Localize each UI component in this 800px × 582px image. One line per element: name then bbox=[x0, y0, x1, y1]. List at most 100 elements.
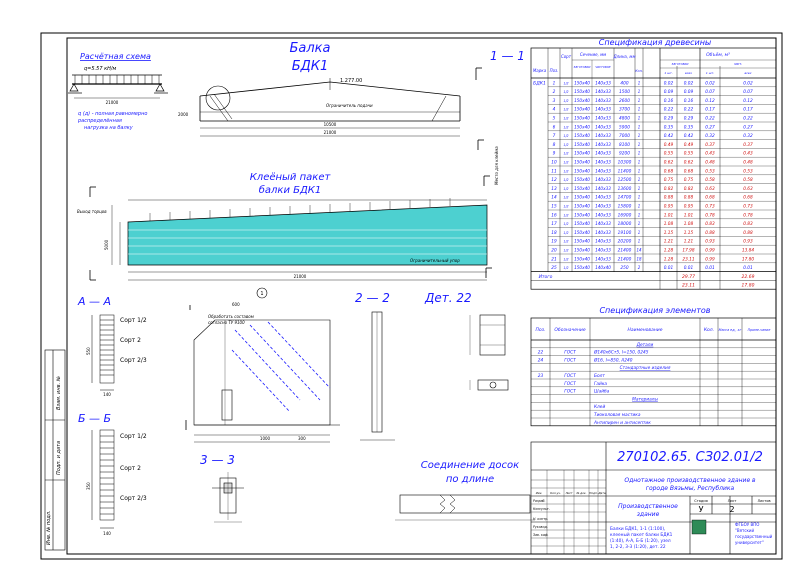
section-2-2-title: 2 — 2 bbox=[355, 291, 390, 305]
spec-wood-cell-vol-4: 0.63 bbox=[743, 186, 753, 192]
spec-wood-cell-vol-2: 0.49 bbox=[684, 142, 694, 148]
spec-wood-cell-pos: 18 bbox=[551, 230, 557, 236]
section-1-1 bbox=[475, 67, 484, 150]
spec-wood-cell-vol-3: 0.01 bbox=[705, 265, 715, 271]
spec-wood-cell-qty: 1 bbox=[638, 239, 641, 244]
spec-wood-cell-sort: 1/2 bbox=[563, 169, 568, 173]
spec-wood-cell-vol-1: 1.08 bbox=[664, 221, 674, 227]
table-row: Антипирен и антисептик bbox=[593, 420, 651, 426]
q-note-line-3: нагрузка на балку bbox=[84, 125, 134, 131]
spec-elements-title: Спецификация элементов bbox=[599, 306, 710, 315]
spec-wood-cell-pos: 12 bbox=[551, 177, 557, 183]
spec-wood-cell-vol-4: 0.93 bbox=[743, 239, 753, 245]
spec-wood-cell-vol-4: 0.12 bbox=[743, 98, 753, 104]
side-stamp bbox=[44, 349, 66, 551]
stage-value: У bbox=[699, 505, 704, 514]
spec-wood-cell-vol-1: 0.01 bbox=[664, 265, 674, 271]
spec-wood-cell-section-1: 150х40 bbox=[574, 98, 590, 103]
spec-wood-cell-sort: 1/2 bbox=[563, 222, 568, 226]
spec-wood-cell-vol-2: 0.29 bbox=[684, 116, 694, 122]
spec-wood-cell-section-1: 150х40 bbox=[574, 80, 590, 85]
spec-wood-cell-qty: 1 bbox=[638, 168, 641, 173]
section-aa-title: А — А bbox=[77, 295, 111, 308]
spec-wood-cell-sort: 1/2 bbox=[563, 196, 568, 200]
spec-wood-cell-vol-1: 0.16 bbox=[664, 98, 674, 104]
title-block-role-1: Консульт. bbox=[533, 507, 550, 511]
spec-wood-cell-vol-4: 0.78 bbox=[743, 212, 753, 218]
spec-elements-cell-name: Шайба bbox=[594, 389, 610, 395]
spec-wood-cell-vol-1: 0.35 bbox=[664, 124, 674, 130]
ridge-note: Ограничитель подачи bbox=[326, 103, 373, 108]
spec-elements-cell-name: Ø140х6Ст5, l=150, 0245 bbox=[593, 349, 649, 356]
spec-wood-cell-section-2: 140х33 bbox=[595, 168, 611, 173]
spec-wood-cell-vol-2: 0.01 bbox=[684, 265, 694, 271]
spec-wood-cell-section-2: 140х33 bbox=[595, 186, 611, 191]
load-formula: q=5.57 кН/м bbox=[84, 66, 117, 72]
spec-wood-cell-pos: 8 bbox=[553, 142, 556, 148]
table-row: Детали bbox=[636, 342, 654, 348]
spec-wood-cell-qty: 2 bbox=[638, 265, 641, 270]
detail-dim-600: 600 bbox=[232, 302, 240, 307]
spec-wood-cell-section-2: 140х33 bbox=[595, 133, 611, 138]
spec-wood-cell-qty: 1 bbox=[638, 142, 641, 147]
spec-wood-header-pos: Поз. bbox=[550, 68, 559, 73]
spec-wood-cell-qty: 18 bbox=[636, 256, 642, 261]
spec-elements-cell-name: Тиоколовая мастика bbox=[594, 412, 641, 418]
spec-wood-cell-vol-2: 0.55 bbox=[684, 151, 694, 157]
title-block-roles: Разраб.Консульт.Н. контр.Руковод.Зав. ка… bbox=[533, 499, 550, 537]
spec-wood-cell-section-1: 150х40 bbox=[574, 151, 590, 156]
drawing-line-1: Балки БДК1, 1-1 (1:100), bbox=[610, 526, 665, 532]
section-aa-sort-3: Сорт 2/3 bbox=[120, 357, 147, 364]
spec-wood-cell-vol-1: 0.75 bbox=[664, 177, 674, 183]
spec-wood-cell-section-2: 140х33 bbox=[595, 204, 611, 209]
glued-pack-title-line-2: балки БДК1 bbox=[259, 184, 322, 196]
spec-wood-cell-sort: 1/2 bbox=[563, 266, 568, 270]
spec-wood-cell-vol-3: 0.53 bbox=[705, 168, 715, 174]
beam-title-line-2: БДК1 bbox=[292, 59, 329, 74]
spec-wood-cell-sort: 1/2 bbox=[563, 81, 568, 85]
spec-wood-cell-section-2: 140х33 bbox=[595, 107, 611, 112]
spec-wood-total-1a: 29.77 bbox=[682, 274, 695, 280]
section-bb-sort-1: Сорт 1/2 bbox=[120, 433, 147, 440]
spec-wood-cell-vol-3: 0.02 bbox=[705, 80, 715, 86]
spec-wood-cell-pos: 3 bbox=[553, 98, 556, 104]
drawing-line-2: клееный пакет балки БДК1 bbox=[610, 531, 673, 538]
spec-wood-cell-pos: 1 bbox=[553, 80, 556, 86]
spec-elements-cell-code: ГОСТ bbox=[564, 373, 576, 379]
section-aa-height: 550 bbox=[86, 347, 91, 355]
spec-wood-cell-section-1: 150х40 bbox=[574, 230, 590, 235]
spec-wood-cell-vol-3: 0.17 bbox=[705, 107, 715, 113]
spec-wood-cell-pos: 15 bbox=[551, 204, 557, 210]
spec-wood-cell-vol-3: 0.12 bbox=[705, 98, 715, 104]
spec-wood-cell-vol-4: 0.07 bbox=[743, 89, 753, 95]
spec-wood-header-section-sub1: заготовки bbox=[574, 65, 591, 69]
spec-wood-cell-section-1: 150х40 bbox=[574, 221, 590, 226]
spec-wood-cell-sort: 1/2 bbox=[563, 161, 568, 165]
detail-dim-300: 300 bbox=[298, 436, 306, 441]
spec-wood-cell-pos: 11 bbox=[551, 168, 557, 174]
spec-wood-cell-length: 21400 bbox=[618, 256, 632, 262]
detail-circle-label: 1 bbox=[260, 291, 263, 297]
spec-wood-cell-vol-3: 0.63 bbox=[705, 186, 715, 192]
spec-wood-cell-pos: 13 bbox=[551, 186, 557, 192]
title-block-role-2: Н. контр. bbox=[533, 517, 548, 521]
section-2-2-drawing bbox=[360, 311, 395, 441]
drawing-line-3: (1:40), А-А, Б-Б (1:20), узел bbox=[610, 538, 671, 544]
spec-wood-cell-length: 19100 bbox=[618, 230, 632, 236]
spec-wood-cell-vol-4: 17.80 bbox=[742, 256, 755, 262]
spec-wood-cell-section-1: 150х40 bbox=[574, 107, 590, 112]
spec-wood-cell-pos: 6 bbox=[553, 124, 556, 130]
project-line-2: городе Вязьмы, Республика bbox=[646, 485, 735, 492]
spec-wood-cell-vol-3: 0.43 bbox=[705, 151, 715, 157]
spec-elements-header-4: Масса ед., кг bbox=[719, 328, 742, 332]
org-line-1: ФГБОУ ВПО bbox=[735, 522, 759, 527]
joint-title-line-1: Соединение досок bbox=[421, 460, 519, 471]
spec-wood-cell-qty: 1 bbox=[638, 195, 641, 200]
spec-wood-cell-qty: 1 bbox=[638, 186, 641, 191]
spec-wood-cell-vol-4: 13.84 bbox=[742, 248, 755, 254]
